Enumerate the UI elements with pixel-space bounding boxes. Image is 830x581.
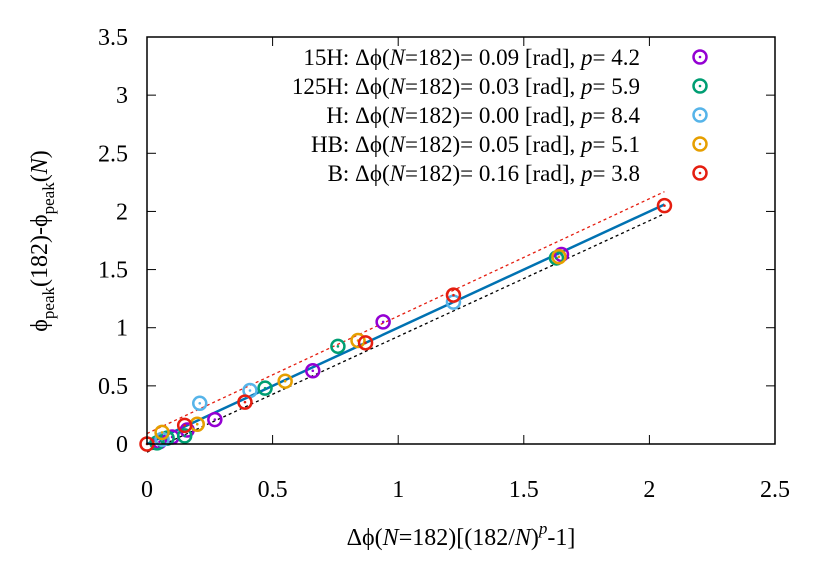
y-tick-label: 3.5 (98, 25, 128, 51)
x-tick-label: 2.5 (760, 477, 790, 503)
legend-entry-15H: 15H: Δϕ(N=182)= 0.09 [rad], p= 4.2 (303, 45, 708, 70)
data-point-15H (375, 314, 391, 330)
legend-label: HB: Δϕ(N=182)= 0.05 [rad], p= 5.1 (311, 132, 640, 157)
legend-label: H: Δϕ(N=182)= 0.00 [rad], p= 8.4 (326, 103, 640, 128)
data-point-HB (551, 249, 567, 265)
data-point-15H (305, 362, 321, 379)
legend-marker (692, 165, 708, 181)
data-point-15H (207, 411, 223, 428)
data-point-125H (257, 380, 273, 396)
x-tick-label: 1.5 (509, 477, 539, 503)
legend-label: 15H: Δϕ(N=182)= 0.09 [rad], p= 4.2 (303, 45, 640, 70)
x-tick-label: 0.5 (258, 477, 288, 503)
x-tick-label: 1 (392, 477, 404, 503)
legend-entry-B: B: Δϕ(N=182)= 0.16 [rad], p= 3.8 (328, 161, 708, 186)
data-point-B (445, 287, 462, 303)
data-point-B (237, 394, 253, 410)
y-tick-label: 0.5 (98, 374, 128, 400)
lower-line (146, 213, 665, 453)
legend-marker (692, 49, 708, 65)
x-tick-label: 2 (643, 477, 655, 503)
y-axis-title: ϕpeak(182)-ϕpeak(N) (27, 150, 58, 331)
legend-label: 125H: Δϕ(N=182)= 0.03 [rad], p= 5.9 (292, 74, 640, 99)
legend-entry-H: H: Δϕ(N=182)= 0.00 [rad], p= 8.4 (326, 103, 708, 128)
fit-line (146, 203, 665, 446)
x-tick-label: 0 (141, 477, 153, 503)
upper-line (146, 191, 665, 435)
data-point-B (656, 197, 673, 214)
legend-entry-HB: HB: Δϕ(N=182)= 0.05 [rad], p= 5.1 (311, 132, 708, 157)
reference-lines (146, 191, 665, 453)
legend-entry-125H: 125H: Δϕ(N=182)= 0.03 [rad], p= 5.9 (292, 74, 708, 99)
data-point-125H (176, 428, 193, 444)
y-tick-labels: 0 0.5 1 1.5 2 2.5 3 3.5 (98, 25, 128, 458)
y-tick-label: 1.5 (98, 258, 128, 284)
x-tick-labels: 0 0.5 1 1.5 2 2.5 (141, 477, 790, 503)
data-point-B (357, 335, 374, 351)
y-tick-label: 2.5 (98, 141, 128, 167)
x-axis-title: Δϕ(N=182)[(182/N)p-1] (347, 519, 576, 551)
data-point-HB (277, 373, 293, 389)
legend: 15H: Δϕ(N=182)= 0.09 [rad], p= 4.2 125H: … (292, 45, 708, 186)
data-point-B (176, 417, 193, 434)
y-tick-label: 2 (116, 199, 128, 225)
data-point-HB (154, 424, 170, 441)
legend-marker (692, 78, 708, 94)
y-tick-label: 1 (116, 316, 128, 342)
y-tick-label: 0 (116, 432, 128, 458)
legend-marker (692, 107, 708, 123)
data-point-125H (330, 338, 346, 355)
legend-label: B: Δϕ(N=182)= 0.16 [rad], p= 3.8 (328, 161, 640, 186)
y-tick-label: 3 (116, 83, 128, 109)
legend-marker (692, 136, 708, 152)
plot-frame (146, 36, 776, 445)
data-point-H (192, 395, 208, 412)
